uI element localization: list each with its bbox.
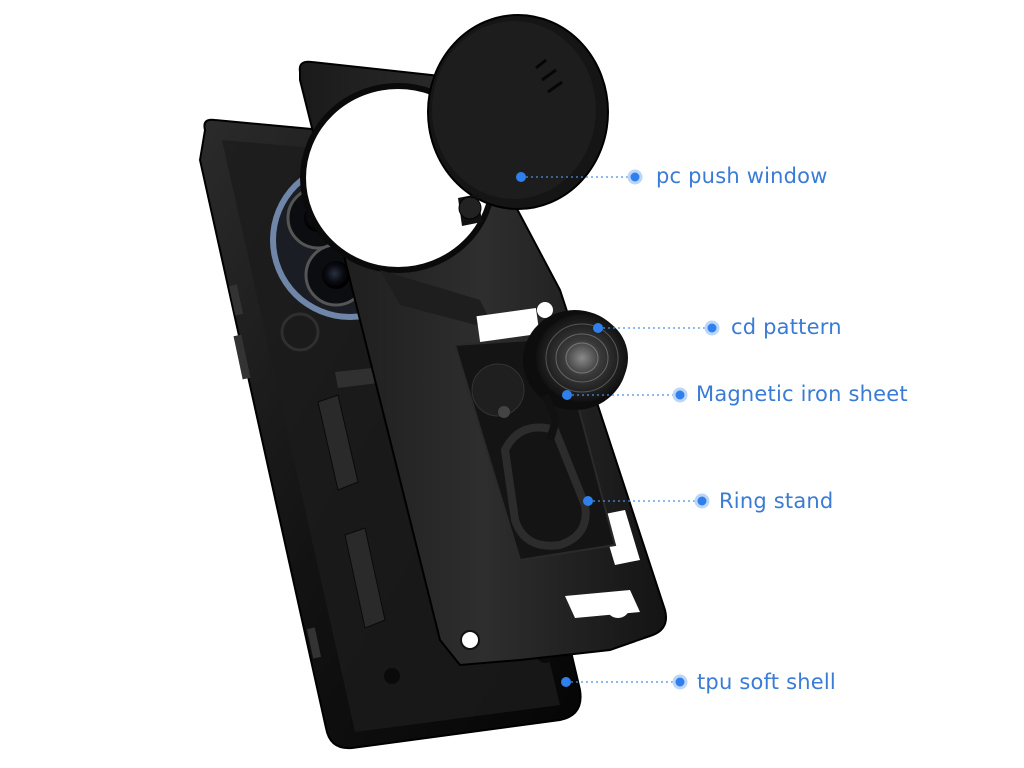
callout-label-tpu-soft-shell: tpu soft shell <box>697 670 836 694</box>
callout-dot <box>583 496 593 506</box>
cd-pattern-ring <box>523 310 628 442</box>
callout-dots <box>516 169 720 690</box>
callout-leaders <box>521 176 712 683</box>
callout-dot <box>561 677 571 687</box>
callout-label-magnetic-iron-sheet: Magnetic iron sheet <box>696 382 908 406</box>
callout-dot <box>627 169 643 185</box>
callout-label-pc-push-window: pc push window <box>656 164 828 188</box>
callout-dot <box>704 320 720 336</box>
callout-dot <box>672 674 688 690</box>
callout-dot <box>694 493 710 509</box>
callout-dot <box>593 323 603 333</box>
callout-label-ring-stand: Ring stand <box>719 489 834 513</box>
callout-label-cd-pattern: cd pattern <box>731 315 842 339</box>
callout-dot <box>562 390 572 400</box>
pc-push-window <box>427 14 609 226</box>
callout-dot <box>516 172 526 182</box>
callout-dot <box>672 387 688 403</box>
